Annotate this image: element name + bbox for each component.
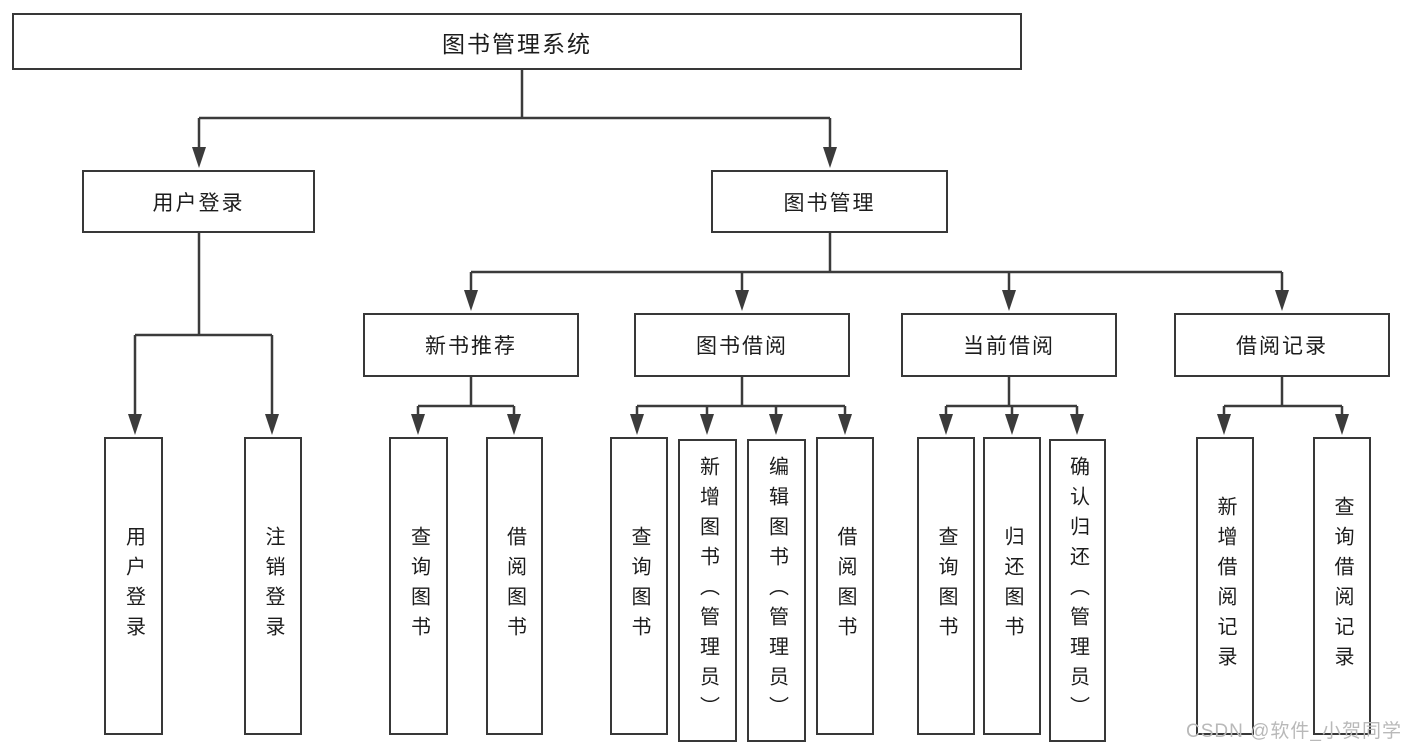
node-leaf-confirm-return-admin: 确认归还（管理员）	[1049, 439, 1106, 742]
node-leaf-query-book-current: 查询图书	[917, 437, 975, 735]
connector-user-login-children	[133, 233, 274, 416]
arrowheads-root-to-level2	[192, 147, 837, 168]
node-leaf-add-book-admin: 新增图书（管理员）	[678, 439, 737, 742]
arrowheads-user-login-children	[128, 414, 279, 435]
node-leaf-query-book-borrow: 查询图书	[610, 437, 668, 735]
node-current-borrow: 当前借阅	[901, 313, 1117, 377]
node-leaf-borrow-book-recommend: 借阅图书	[486, 437, 543, 735]
arrowheads-borrow-record-children	[1217, 414, 1349, 435]
connector-root-to-level2	[197, 70, 832, 150]
node-leaf-user-login: 用户登录	[104, 437, 163, 735]
node-book-borrow: 图书借阅	[634, 313, 850, 377]
node-leaf-query-book-recommend: 查询图书	[389, 437, 448, 735]
node-new-book-recommend: 新书推荐	[363, 313, 579, 377]
node-borrow-record: 借阅记录	[1174, 313, 1390, 377]
csdn-watermark: CSDN @软件_小贺同学	[1186, 721, 1402, 742]
arrowheads-book-mgmt-children	[464, 290, 1289, 311]
connector-book-borrow-children	[635, 377, 847, 416]
connector-new-book-children	[416, 377, 516, 416]
node-book-management: 图书管理	[711, 170, 948, 233]
arrowheads-current-borrow-children	[939, 414, 1084, 435]
node-leaf-logout: 注销登录	[244, 437, 302, 735]
arrowheads-new-book-children	[411, 414, 521, 435]
node-leaf-edit-book-admin: 编辑图书（管理员）	[747, 439, 806, 742]
connector-book-mgmt-children	[469, 233, 1284, 292]
node-leaf-query-borrow-record: 查询借阅记录	[1313, 437, 1371, 735]
node-root-library-system: 图书管理系统	[12, 13, 1022, 70]
node-leaf-add-borrow-record: 新增借阅记录	[1196, 437, 1254, 735]
node-user-login: 用户登录	[82, 170, 315, 233]
connector-current-borrow-children	[944, 377, 1079, 416]
arrowheads-book-borrow-children	[630, 414, 852, 435]
connector-borrow-record-children	[1222, 377, 1344, 416]
node-leaf-return-book: 归还图书	[983, 437, 1041, 735]
node-leaf-borrow-book: 借阅图书	[816, 437, 874, 735]
